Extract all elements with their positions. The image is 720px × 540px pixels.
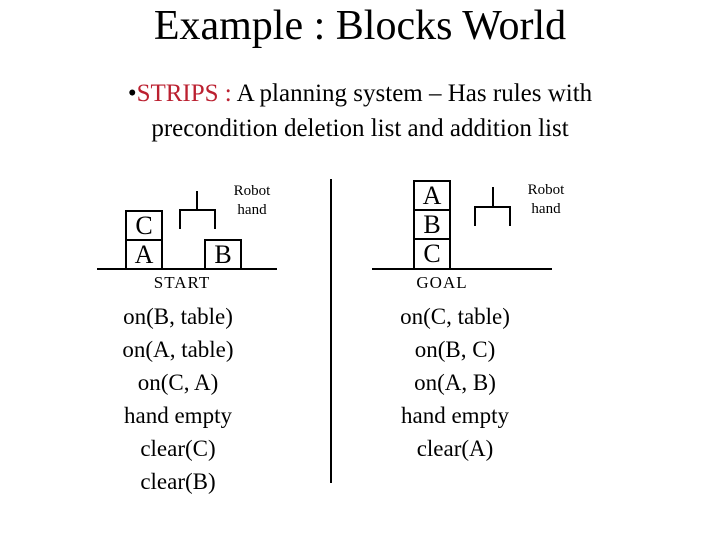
start-fact: clear(C) <box>140 436 216 461</box>
goal-fact: on(B, C) <box>414 337 496 362</box>
bullet-marker: • <box>127 80 137 107</box>
goal-caption: GOAL <box>416 273 468 292</box>
goal-block-B: B <box>413 209 451 240</box>
start-fact: on(A, table) <box>122 337 234 362</box>
start-block-A: A <box>125 239 163 270</box>
bullet-line-2: precondition deletion list and addition … <box>151 115 569 142</box>
robot-hand-icon <box>179 209 216 229</box>
robot-hand-label-line2: hand <box>237 202 267 218</box>
goal-fact: clear(A) <box>416 436 494 461</box>
goal-fact: hand empty <box>401 403 509 428</box>
block-label: A <box>422 181 442 210</box>
block-label: C <box>135 211 153 240</box>
start-facts-list: on(B, table) on(A, table) on(C, A) hand … <box>48 300 308 498</box>
strips-highlight: STRIPS : <box>136 80 232 107</box>
start-caption: START <box>153 273 211 292</box>
goal-fact: on(C, table) <box>400 304 510 329</box>
start-fact: on(B, table) <box>123 304 233 329</box>
start-fact: clear(B) <box>140 469 216 494</box>
block-label: B <box>214 240 232 269</box>
robot-hand-icon <box>196 191 198 211</box>
start-block-C: C <box>125 210 163 241</box>
robot-hand-icon <box>474 206 511 226</box>
goal-fact: on(A, B) <box>414 370 496 395</box>
robot-hand-label-line2: hand <box>531 201 561 217</box>
divider-line <box>330 179 332 483</box>
robot-hand-icon <box>492 187 494 207</box>
start-robot-hand-label: Robot hand <box>224 182 280 220</box>
goal-facts-list: on(C, table) on(B, C) on(A, B) hand empt… <box>325 300 585 465</box>
robot-hand-label-line1: Robot <box>527 182 565 198</box>
start-table-line <box>97 268 277 270</box>
start-block-B: B <box>204 239 242 270</box>
goal-block-C: C <box>413 238 451 270</box>
goal-block-A: A <box>413 180 451 211</box>
block-label: A <box>134 240 154 269</box>
start-fact: on(C, A) <box>137 370 219 395</box>
robot-hand-label-line1: Robot <box>233 183 271 199</box>
bullet-text: A planning system – Has rules with <box>231 80 593 107</box>
page-title: Example : Blocks World <box>153 3 567 49</box>
bullet-line-1: •STRIPS : A planning system – Has rules … <box>0 76 720 111</box>
block-label: B <box>423 210 441 239</box>
start-fact: hand empty <box>124 403 232 428</box>
bullet-paragraph: •STRIPS : A planning system – Has rules … <box>0 76 720 146</box>
goal-robot-hand-label: Robot hand <box>518 181 574 219</box>
block-label: C <box>423 239 441 268</box>
goal-table-line <box>372 268 552 270</box>
